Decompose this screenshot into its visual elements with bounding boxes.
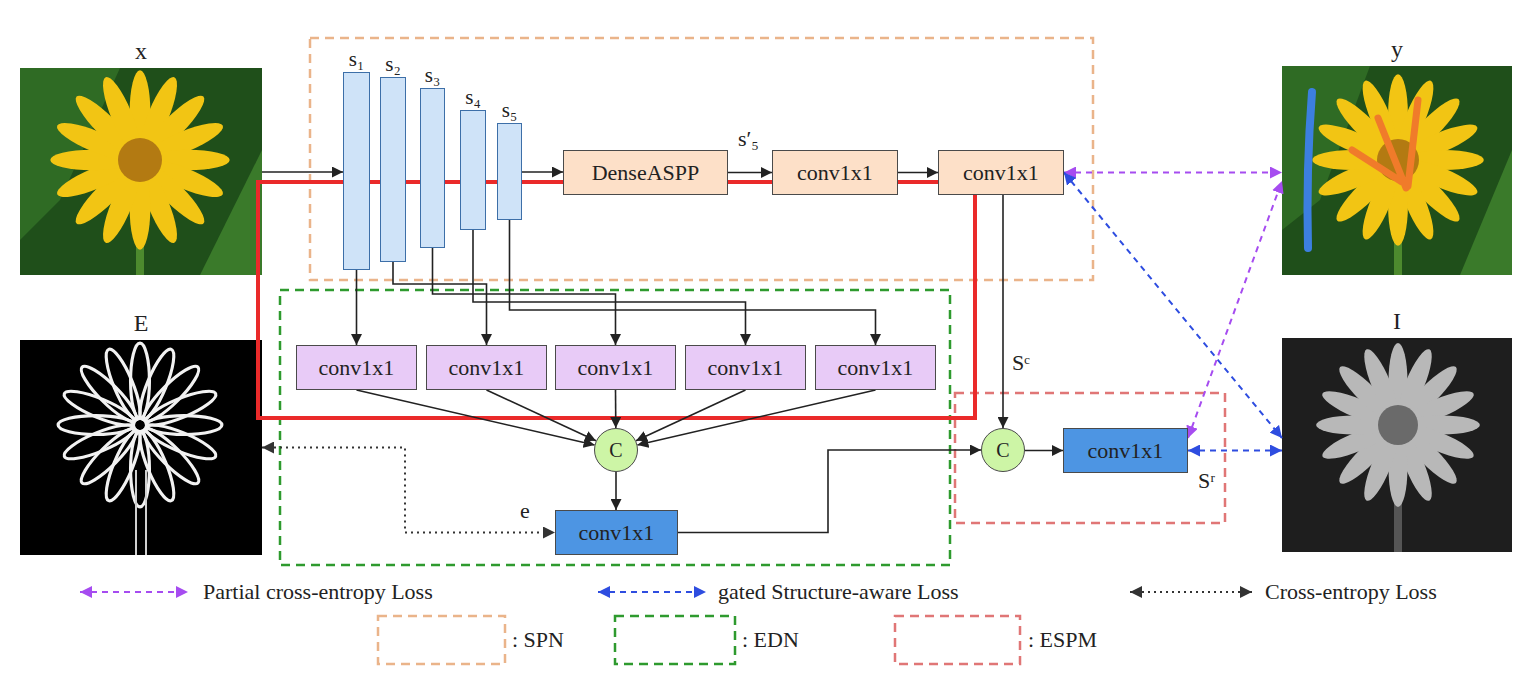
connector [262,171,343,173]
node-text: conv1x1 [963,160,1039,186]
connector [356,270,358,345]
flower-photo [20,68,262,275]
edge-label: Sᶜ [1012,350,1030,376]
image-panel: x [20,68,262,275]
edge-outline [58,343,222,507]
scribble [1308,92,1313,248]
legend-text: : EDN [742,627,799,653]
node-heading: x [135,38,147,65]
connector [1188,181,1282,438]
conv-box: conv1x1 [296,345,417,390]
node-heading: y [1391,36,1403,63]
node-heading: I [1393,308,1401,335]
connector [433,248,616,345]
connector [522,171,563,173]
node-text: conv1x1 [797,160,873,186]
connector [1002,195,1004,428]
node-text: conv1x1 [1088,438,1164,464]
conv-box: conv1x1 [772,150,898,195]
conv-box: conv1x1 [426,345,547,390]
feature-map: s₂ [380,77,406,262]
node-text: conv1x1 [578,355,654,381]
leaf [1460,150,1512,275]
image-panel: y [1282,66,1512,275]
feature-map: s₅ [497,123,522,220]
image-panel: E [20,340,262,555]
signal-label: Sʳ [1198,468,1215,494]
annotated-photo [1282,66,1512,275]
legend-box [378,616,505,664]
conv-box: conv1x1 [555,345,676,390]
node-text: DenseASPP [592,160,700,186]
legend-box [615,616,735,664]
legend-text: gated Structure-aware Loss [718,579,959,605]
connector [487,390,597,441]
concat-circle: C [594,428,638,472]
photo-ground [1282,66,1512,275]
scribble [1352,100,1418,188]
legend-box [895,616,1020,664]
conv-box: conv1x1 [685,345,806,390]
node-heading: s₄ [465,85,481,110]
edge-map [20,340,262,555]
connector [615,472,617,510]
connector [1188,450,1282,452]
node-heading: E [134,310,149,337]
espm-region [955,393,1225,523]
petals [1316,343,1480,507]
legend-line [1130,591,1252,593]
connector [473,230,746,345]
conv-box: conv1x1 [1063,428,1188,473]
feature-map: s₃ [420,88,445,248]
connector [637,390,875,445]
connector [615,390,617,428]
edge-label: s′₅ [738,126,759,152]
flower-center [1378,405,1418,445]
connector [728,172,772,174]
conv-box: conv1x1 [815,345,936,390]
node-text: conv1x1 [449,355,525,381]
feature-map: s₁ [343,72,370,270]
feature-map: s₄ [460,110,486,230]
node-heading: s₂ [385,52,401,77]
petals [1312,74,1484,246]
node-text: conv1x1 [579,520,655,546]
node-text: conv1x1 [838,355,914,381]
node-heading: s₃ [425,63,441,88]
node-heading: s₁ [349,47,365,72]
connector [1064,172,1282,174]
node-text: conv1x1 [708,355,784,381]
connector [262,448,555,533]
photo-ground [20,340,262,555]
connector [1064,173,1282,439]
image-panel: I [1282,338,1512,552]
photo-ground [1282,338,1512,552]
legend-text: : ESPM [1028,627,1097,653]
edge-outline [136,470,146,555]
conv-box: DenseASPP [563,150,728,195]
connector [510,220,876,345]
node-heading: s₅ [502,98,518,123]
connector [357,390,595,445]
legend-text: : SPN [512,627,564,653]
connector [898,172,938,174]
flower-center [118,138,162,182]
conv-box: conv1x1 [938,150,1064,195]
photo-ground [20,68,262,275]
legend-text: Cross-entropy Loss [1265,579,1437,605]
petals [50,70,229,249]
node-text: C [609,439,622,462]
gray-photo [1282,338,1512,552]
connector [1025,450,1063,452]
concat-circle: C [981,428,1025,472]
node-text: C [996,439,1009,462]
legend-line [80,591,188,593]
conv-box: conv1x1 [555,510,678,555]
legend-line [598,591,706,593]
connector [678,450,981,533]
node-text: conv1x1 [319,355,395,381]
legend-text: Partial cross-entropy Loss [203,579,433,605]
edge-label: e [520,498,530,524]
